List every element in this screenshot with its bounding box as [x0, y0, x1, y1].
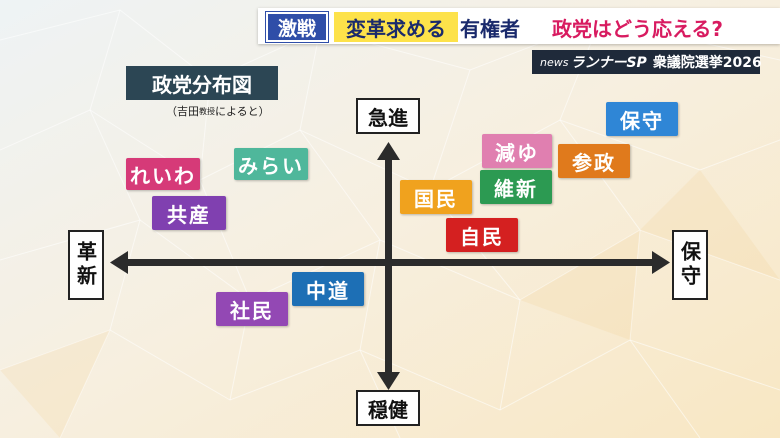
- credit-rest: によると）: [215, 105, 270, 118]
- left-arrow-head: [110, 251, 128, 274]
- party-genyu: 減ゆ: [482, 134, 552, 168]
- party-kyosan: 共産: [152, 196, 226, 230]
- party-shamin: 社民: [216, 292, 288, 326]
- up-arrow-head: [377, 142, 400, 160]
- party-mirai: みらい: [234, 148, 308, 180]
- party-kokumin: 国民: [400, 180, 472, 214]
- map-title: 政党分布図: [126, 66, 278, 100]
- program-election: 衆議院選挙2026: [652, 55, 762, 71]
- program-bar: news ランナーSP 衆議院選挙2026: [532, 50, 762, 74]
- party-ishin: 維新: [480, 170, 552, 204]
- axis-label-radical: 急進: [356, 98, 420, 134]
- program-news: news: [540, 55, 569, 69]
- vertical-axis-line: [385, 156, 392, 378]
- credit-open: （吉田: [166, 105, 199, 118]
- party-sansei: 参政: [558, 144, 630, 178]
- party-jimin: 自民: [446, 218, 518, 252]
- party-reiwa: れいわ: [126, 158, 200, 190]
- down-arrow-head: [377, 372, 400, 390]
- map-credit: （吉田 教授 によると）: [166, 102, 270, 120]
- party-chudo: 中道: [292, 272, 364, 306]
- axis-label-moderate: 穏健: [356, 390, 420, 426]
- party-hoshu: 保守: [606, 102, 678, 136]
- headline-highlight: 変革求める: [334, 12, 458, 42]
- axis-label-conservative: 保守: [672, 230, 708, 300]
- headline-question: 政党はどう応える?: [552, 16, 724, 41]
- right-arrow-head: [652, 251, 670, 274]
- axis-label-reform: 革新: [68, 230, 104, 300]
- headline-rest: 有権者: [460, 16, 520, 41]
- program-name: ランナーSP: [570, 55, 647, 71]
- credit-small: 教授: [199, 106, 215, 116]
- headline-badge: 激戦: [265, 11, 329, 43]
